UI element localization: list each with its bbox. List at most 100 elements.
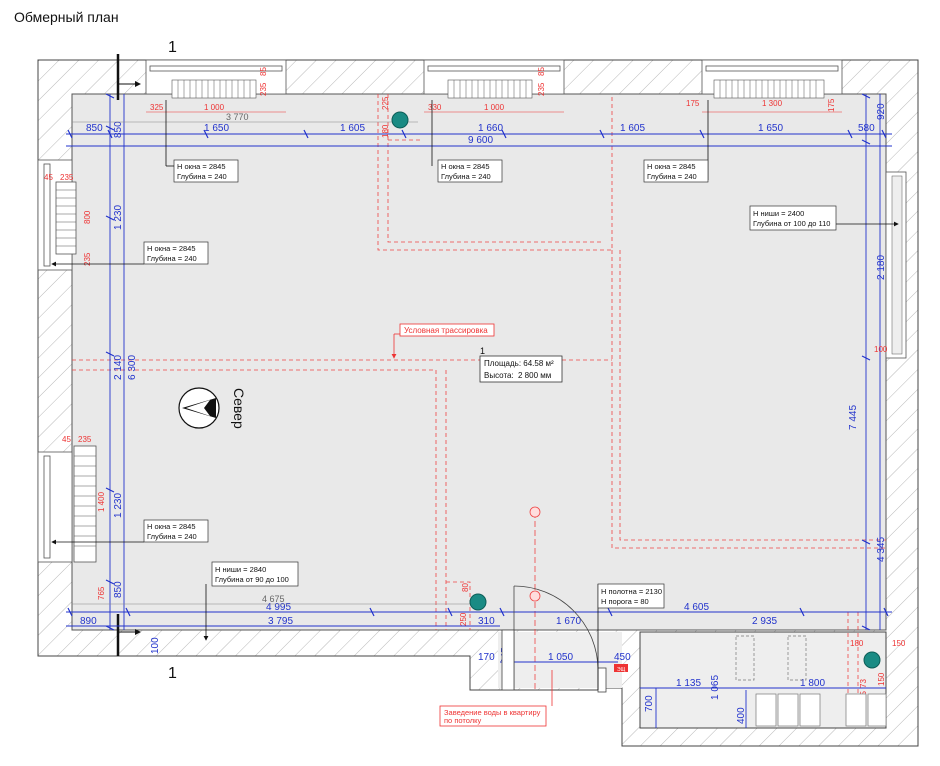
dim-red-1400: 1 400 <box>97 491 106 512</box>
dim-left-total: 6 300 <box>127 355 138 380</box>
dim-red-800: 800 <box>83 210 92 224</box>
dim-red-175a: 175 <box>686 99 700 108</box>
dim-red-235b: 235 <box>537 82 546 96</box>
dim-bottom-4995: 4 995 <box>266 602 291 613</box>
dim-left-1230b: 1 230 <box>113 493 124 518</box>
window-1-depth: Глубина = 240 <box>177 172 227 181</box>
routing-label: Условная трассировка <box>404 326 488 335</box>
risers <box>391 111 881 669</box>
dim-bottom-100: 100 <box>150 637 161 654</box>
riser-bath <box>863 651 881 669</box>
water-label-line1: Заведение воды в квартиру <box>444 708 541 717</box>
bathroom-fixtures <box>735 635 887 727</box>
dim-red-225: 225 <box>381 96 390 110</box>
dim-red-235d: 235 <box>83 252 92 266</box>
door-threshold: Н порога = 80 <box>601 597 649 606</box>
dim-red-45b: 45 <box>62 435 71 444</box>
entrance-door <box>501 585 607 693</box>
dim-red-80: 80 <box>461 583 470 592</box>
room-info: 1 Площадь: 64.58 м² Высота: 2 800 мм <box>479 346 563 383</box>
dim-red-180: 180 <box>381 124 390 138</box>
room-height-value: 2 800 мм <box>518 371 551 380</box>
electrical-shield-label: ЭЩ <box>617 667 626 673</box>
dim-red-45a: 45 <box>44 173 53 182</box>
dim-right-920: 920 <box>876 103 887 120</box>
left-windows <box>37 159 97 563</box>
north-label: Север <box>231 388 247 429</box>
window-3-height: Н окна = 2845 <box>647 162 696 171</box>
dim-top-1605a: 1 605 <box>340 123 365 134</box>
window-1-height: Н окна = 2845 <box>177 162 226 171</box>
dim-left-2140: 2 140 <box>113 355 124 380</box>
dim-bottom-2935: 2 935 <box>752 616 777 627</box>
window-2-height: Н окна = 2845 <box>441 162 490 171</box>
section-marks: 1 1 <box>116 39 177 682</box>
dim-top-850: 850 <box>86 123 103 134</box>
dim-right-2180: 2 180 <box>876 255 887 280</box>
dim-bottom-400: 400 <box>736 707 747 724</box>
window-callouts-left: Н окна = 2845 Глубина = 240 Н окна = 284… <box>51 241 209 545</box>
window-3-depth: Глубина = 240 <box>647 172 697 181</box>
blue-dimension-ticks <box>67 93 889 631</box>
dim-bottom-1065: 1 065 <box>710 675 721 700</box>
room-number: 1 <box>480 346 485 356</box>
dim-red-180b: 180 <box>850 639 864 648</box>
dim-red-235a: 235 <box>259 82 268 96</box>
dim-red-235e: 235 <box>78 435 92 444</box>
dim-bottom-310: 310 <box>478 616 495 627</box>
riser-top <box>391 111 409 129</box>
dim-red-1000a: 1 000 <box>204 103 225 112</box>
dim-bottom-1050: 1 050 <box>548 652 573 663</box>
electrical-shield <box>614 664 628 672</box>
dim-red-150b: 150 <box>877 672 886 686</box>
dim-top-1605b: 1 605 <box>620 123 645 134</box>
section-mark-top: 1 <box>168 39 177 56</box>
blue-dimension-lines <box>66 94 892 728</box>
window-5-depth: Глубина = 240 <box>147 532 197 541</box>
dim-red-100: 100 <box>874 345 888 354</box>
dim-red-235c: 235 <box>60 173 74 182</box>
dim-bottom-170: 170 <box>478 652 495 663</box>
dim-red-150a: 150 <box>892 639 906 648</box>
dim-red-325: 325 <box>150 103 164 112</box>
dim-top-580: 580 <box>858 123 875 134</box>
dim-red-175b: 175 <box>827 98 836 112</box>
dim-right-4345: 4 345 <box>876 537 887 562</box>
dim-top-1650b: 1 650 <box>758 123 783 134</box>
dim-red-73: 73 <box>859 679 868 688</box>
riser-bottom <box>469 593 487 611</box>
window-5-height: Н окна = 2845 <box>147 522 196 531</box>
dim-top-1660: 1 660 <box>478 123 503 134</box>
dim-bottom-1135: 1 135 <box>676 678 701 689</box>
dim-top-total: 9 600 <box>468 135 493 146</box>
water-callout: Заведение воды в квартиру по потолку <box>439 670 553 727</box>
dim-bottom-450: 450 <box>614 652 631 663</box>
dim-red-765: 765 <box>97 586 106 600</box>
dim-bottom-890: 890 <box>80 616 97 627</box>
room-area: Площадь: 64.58 м² <box>484 359 554 368</box>
niche-right-height: Н ниши = 2400 <box>753 209 804 218</box>
room-height-label: Высота: <box>484 371 514 380</box>
dim-red-85b: 85 <box>537 67 546 76</box>
north-compass-icon <box>178 387 220 429</box>
dim-bottom-1800: 1 800 <box>800 678 825 689</box>
window-4-depth: Глубина = 240 <box>147 254 197 263</box>
niche-bottom-depth: Глубина от 90 до 100 <box>215 575 289 584</box>
dim-red-1300: 1 300 <box>762 99 783 108</box>
dim-red-330: 330 <box>428 103 442 112</box>
dim-left-850a: 850 <box>113 121 124 138</box>
dim-gray-4675: 4 675 <box>262 594 285 604</box>
niche-right-depth: Глубина от 100 до 110 <box>753 219 830 228</box>
dim-bottom-700: 700 <box>644 695 655 712</box>
dim-top-1650a: 1 650 <box>204 123 229 134</box>
dim-bottom-4605: 4 605 <box>684 602 709 613</box>
dim-red-85a: 85 <box>259 67 268 76</box>
section-mark-bottom: 1 <box>168 665 177 682</box>
plan-title: Обмерный план <box>14 9 119 25</box>
window-4-height: Н окна = 2845 <box>147 244 196 253</box>
niche-callouts: Н ниши = 2400 Глубина от 100 до 110 Н ни… <box>203 205 899 641</box>
dim-gray-3770: 3 770 <box>226 112 249 122</box>
door-height: Н полотна = 2130 <box>601 587 662 596</box>
door-callout: Н полотна = 2130 Н порога = 80 <box>597 583 665 690</box>
